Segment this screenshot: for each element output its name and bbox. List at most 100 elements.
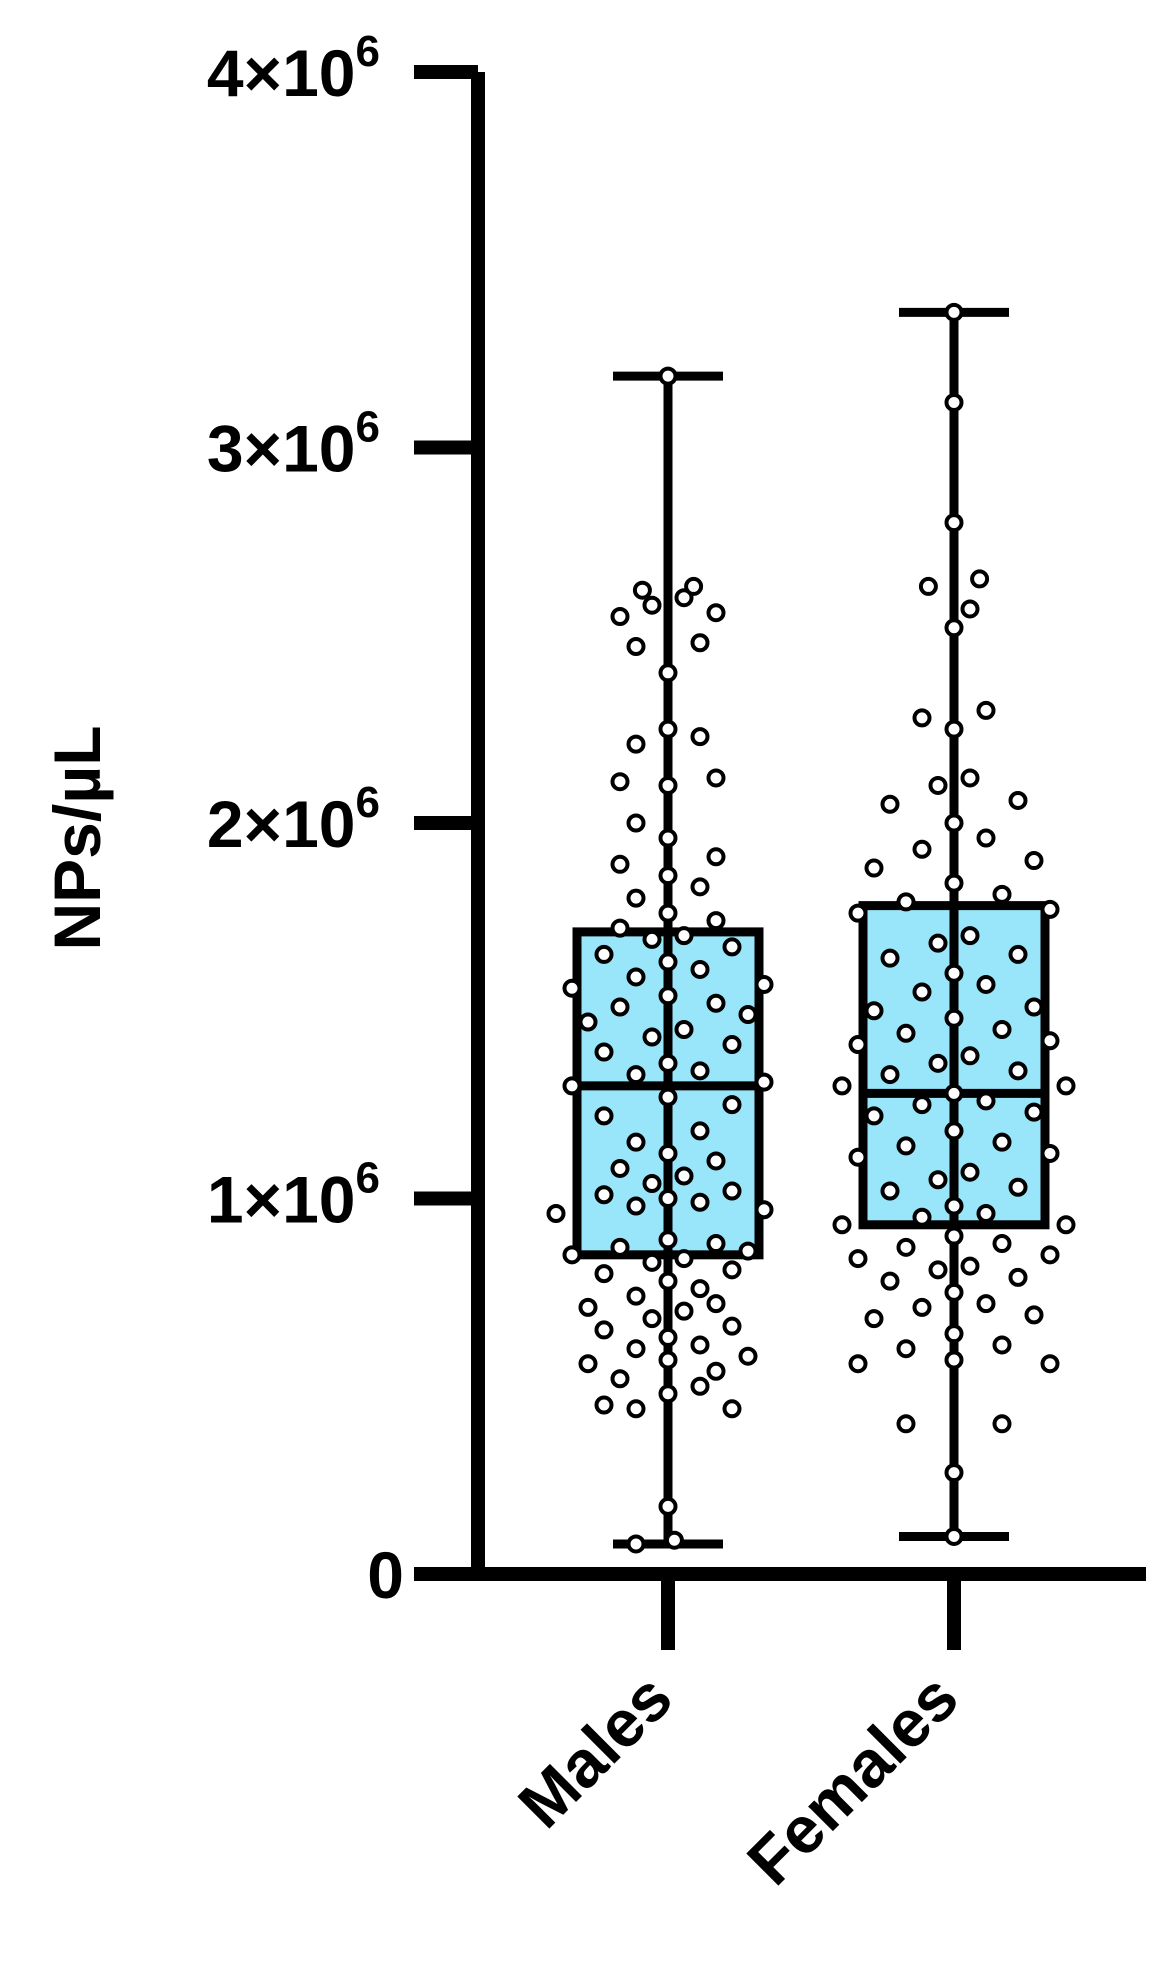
data-point [626, 637, 646, 657]
data-point [976, 700, 996, 720]
data-point [960, 926, 980, 946]
data-point [928, 775, 948, 795]
data-point [578, 1012, 598, 1032]
data-point [626, 967, 646, 987]
data-point [626, 813, 646, 833]
data-point [626, 1196, 646, 1216]
data-point [690, 877, 710, 897]
data-point [1008, 944, 1028, 964]
data-point [690, 959, 710, 979]
data-point [722, 937, 742, 957]
data-point [1040, 1245, 1060, 1265]
data-point [944, 618, 964, 638]
data-point [658, 1350, 678, 1370]
data-point [594, 1185, 614, 1205]
data-point [880, 1181, 900, 1201]
data-point [594, 944, 614, 964]
data-point [610, 997, 630, 1017]
data-point [658, 1327, 678, 1347]
data-point [610, 606, 630, 626]
data-point [642, 1252, 662, 1272]
axes [414, 72, 1146, 1581]
data-point [1040, 1031, 1060, 1051]
data-point [738, 1346, 758, 1366]
data-point [626, 1065, 646, 1085]
data-point [594, 1395, 614, 1415]
data-point [880, 1271, 900, 1291]
data-point [658, 1496, 678, 1516]
y-axis-title: NPs/µL [40, 725, 114, 950]
data-point [944, 513, 964, 533]
data-point [562, 978, 582, 998]
x-tick-label-males: Males [504, 1660, 686, 1842]
data-point [578, 1354, 598, 1374]
data-point [722, 1399, 742, 1419]
data-point [690, 1192, 710, 1212]
data-point [658, 986, 678, 1006]
data-point [658, 1189, 678, 1208]
data-point [594, 1320, 614, 1340]
data-point [896, 1414, 916, 1434]
data-point [992, 1335, 1012, 1355]
data-point [992, 1132, 1012, 1152]
data-point [658, 1053, 678, 1073]
data-point [912, 708, 932, 728]
data-point [706, 911, 726, 931]
data-point [848, 1249, 868, 1269]
data-point [944, 1324, 964, 1344]
data-point [976, 1294, 996, 1314]
data-point [1008, 1267, 1028, 1287]
data-point [562, 1245, 582, 1265]
data-point [690, 1335, 710, 1355]
data-point [610, 1237, 630, 1257]
data-point [626, 1286, 646, 1306]
data-point [642, 1027, 662, 1047]
data-point [626, 888, 646, 908]
y-tick-label: 0 [367, 1538, 404, 1612]
data-point [992, 1234, 1012, 1254]
data-point [864, 858, 884, 878]
data-point [626, 1132, 646, 1152]
data-point [706, 1151, 726, 1171]
data-point [706, 1294, 726, 1314]
data-point [690, 1279, 710, 1299]
data-point [944, 1121, 964, 1141]
data-point [658, 1271, 678, 1291]
data-point [722, 1095, 742, 1115]
data-point [658, 903, 678, 923]
data-point [880, 1065, 900, 1085]
data-point [912, 1207, 932, 1227]
data-point [594, 1106, 614, 1126]
data-point [864, 1001, 884, 1021]
box-group-males [546, 366, 774, 1554]
y-tick-label: 2×106 [207, 778, 380, 861]
y-tick-label: 4×106 [207, 27, 380, 110]
data-point [738, 1241, 758, 1261]
data-point [658, 775, 678, 795]
data-point [690, 1061, 710, 1081]
data-point [896, 1339, 916, 1359]
data-point [912, 1095, 932, 1115]
data-point [674, 1249, 694, 1269]
data-point [626, 1534, 646, 1554]
data-point [754, 974, 774, 994]
data-point [976, 1091, 996, 1111]
data-point [928, 933, 948, 953]
data-point [896, 892, 916, 912]
data-point [674, 1301, 694, 1321]
data-point [754, 1072, 774, 1092]
data-point [1040, 1143, 1060, 1163]
data-point [546, 1204, 566, 1224]
data-point [626, 1339, 646, 1359]
data-point [848, 1035, 868, 1055]
data-point [706, 1361, 726, 1381]
data-point [690, 1376, 710, 1396]
data-point [738, 1005, 758, 1025]
data-point [960, 768, 980, 788]
data-point [642, 1309, 662, 1329]
data-point [1024, 1305, 1044, 1325]
data-point [658, 1384, 678, 1404]
data-point [912, 1297, 932, 1317]
data-point [674, 926, 694, 946]
